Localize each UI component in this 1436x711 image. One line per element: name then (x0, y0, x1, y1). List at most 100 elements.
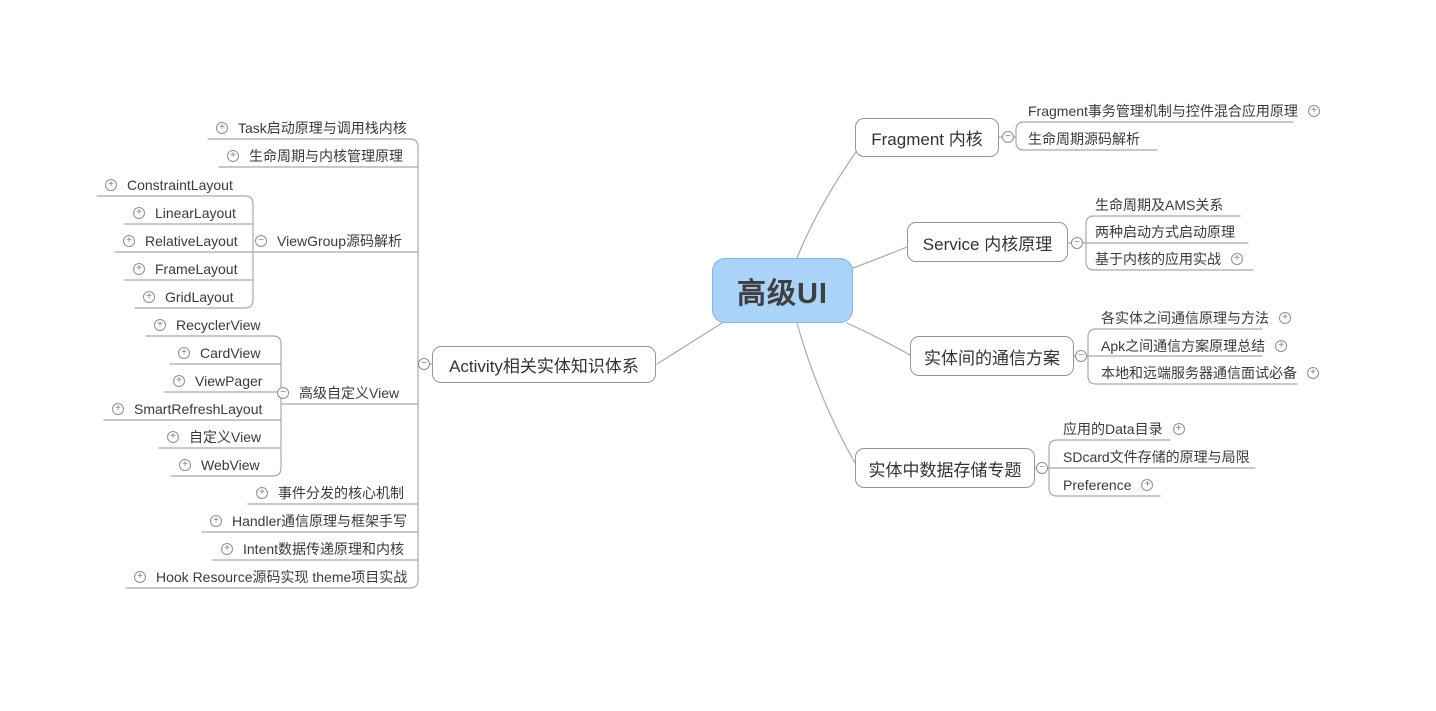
node-fragment-transaction-label: Fragment事务管理机制与控件混合应用原理 (1028, 102, 1298, 119)
branch-activity-label: Activity相关实体知识体系 (449, 357, 639, 376)
node-service-ams[interactable]: 生命周期及AMS关系 (1095, 194, 1223, 215)
expand-icon[interactable]: + (133, 206, 145, 219)
node-comm-apk[interactable]: Apk之间通信方案原理总结 + (1101, 335, 1288, 356)
branch-fragment-label: Fragment 内核 (871, 130, 983, 149)
expand-icon[interactable]: + (1279, 311, 1291, 324)
node-gridlayout-label: GridLayout (165, 288, 234, 305)
node-handler-label: Handler通信原理与框架手写 (232, 512, 408, 529)
node-recyclerview[interactable]: + RecyclerView (154, 314, 261, 335)
node-viewpager[interactable]: + ViewPager (173, 370, 262, 391)
expand-icon[interactable]: + (1141, 478, 1154, 491)
expand-icon[interactable]: + (1307, 366, 1319, 379)
expand-icon[interactable]: + (105, 178, 117, 191)
expand-icon[interactable]: + (167, 430, 179, 443)
node-webview-label: WebView (201, 456, 260, 473)
root-topic-label: 高级UI (736, 277, 828, 310)
node-task[interactable]: + Task启动原理与调用栈内核 (216, 117, 407, 138)
node-cardview-label: CardView (200, 344, 261, 361)
node-recyclerview-label: RecyclerView (176, 316, 261, 333)
node-constraintlayout[interactable]: + ConstraintLayout (105, 174, 233, 195)
node-lifecycle-mgmt[interactable]: + 生命周期与内核管理原理 (227, 145, 403, 166)
node-comm-remote[interactable]: 本地和远端服务器通信面试必备 + (1101, 362, 1319, 383)
node-hook-resource-label: Hook Resource源码实现 theme项目实战 (156, 568, 408, 585)
node-storage-sdcard[interactable]: SDcard文件存储的原理与局限 (1063, 446, 1250, 467)
expand-icon[interactable]: + (1172, 422, 1185, 435)
expand-icon[interactable]: + (227, 149, 239, 162)
node-fragment-transaction[interactable]: Fragment事务管理机制与控件混合应用原理 + (1028, 100, 1320, 121)
node-intent[interactable]: + Intent数据传递原理和内核 (221, 538, 404, 559)
expand-icon[interactable]: + (1275, 339, 1288, 352)
expand-icon[interactable]: + (1231, 252, 1243, 265)
expand-icon[interactable]: + (173, 374, 185, 387)
node-viewpager-label: ViewPager (195, 372, 263, 389)
branch-service[interactable]: Service 内核原理 (907, 222, 1068, 262)
node-storage-data-dir[interactable]: 应用的Data目录 + (1063, 418, 1185, 439)
root-topic[interactable]: 高级UI (712, 258, 853, 323)
branch-communication[interactable]: 实体间的通信方案 (910, 336, 1074, 376)
branch-fragment[interactable]: Fragment 内核 (855, 118, 999, 157)
branch-storage[interactable]: 实体中数据存储专题 (855, 448, 1035, 488)
node-service-two-ways-label: 两种启动方式启动原理 (1095, 223, 1235, 240)
expand-icon[interactable]: + (134, 570, 146, 583)
node-framelayout-label: FrameLayout (155, 260, 238, 277)
node-customview-label: 自定义View (189, 428, 262, 445)
node-event-dispatch[interactable]: + 事件分发的核心机制 (256, 482, 404, 503)
node-event-dispatch-label: 事件分发的核心机制 (278, 484, 404, 501)
node-intent-label: Intent数据传递原理和内核 (243, 540, 405, 557)
branch-activity[interactable]: Activity相关实体知识体系 (432, 346, 656, 383)
collapse-icon[interactable]: − (418, 358, 430, 370)
expand-icon[interactable]: + (112, 402, 124, 415)
node-gridlayout[interactable]: + GridLayout (143, 286, 233, 307)
node-relativelayout-label: RelativeLayout (145, 232, 238, 249)
node-linearlayout[interactable]: + LinearLayout (133, 202, 236, 223)
node-storage-preference[interactable]: Preference + (1063, 474, 1154, 495)
node-storage-preference-label: Preference (1063, 476, 1132, 493)
node-advanced-customview-label: 高级自定义View (299, 384, 400, 401)
expand-icon[interactable]: + (179, 458, 191, 471)
node-webview[interactable]: + WebView (179, 454, 260, 475)
node-fragment-lifecycle[interactable]: 生命周期源码解析 (1028, 128, 1140, 149)
node-comm-methods[interactable]: 各实体之间通信原理与方法 + (1101, 307, 1291, 328)
collapse-icon[interactable]: − (255, 234, 267, 247)
collapse-icon[interactable]: − (1075, 350, 1087, 362)
branch-storage-label: 实体中数据存储专题 (868, 460, 1022, 480)
node-service-ams-label: 生命周期及AMS关系 (1095, 196, 1224, 213)
node-storage-sdcard-label: SDcard文件存储的原理与局限 (1063, 448, 1250, 465)
node-hook-resource[interactable]: + Hook Resource源码实现 theme项目实战 (134, 566, 407, 587)
expand-icon[interactable]: + (178, 346, 190, 359)
expand-icon[interactable]: + (143, 290, 155, 303)
node-service-practice-label: 基于内核的应用实战 (1095, 250, 1221, 267)
node-viewgroup[interactable]: − ViewGroup源码解析 (255, 230, 402, 251)
node-storage-data-dir-label: 应用的Data目录 (1063, 420, 1163, 437)
expand-icon[interactable]: + (210, 514, 222, 527)
branch-service-label: Service 内核原理 (922, 234, 1053, 254)
expand-icon[interactable]: + (1307, 104, 1320, 117)
collapse-icon[interactable]: − (1036, 462, 1048, 474)
node-service-two-ways[interactable]: 两种启动方式启动原理 (1095, 221, 1235, 242)
node-lifecycle-mgmt-label: 生命周期与内核管理原理 (249, 147, 403, 164)
expand-icon[interactable]: + (133, 262, 145, 275)
node-framelayout[interactable]: + FrameLayout (133, 258, 237, 279)
node-cardview[interactable]: + CardView (178, 342, 260, 363)
node-handler[interactable]: + Handler通信原理与框架手写 (210, 510, 407, 531)
expand-icon[interactable]: + (221, 542, 233, 555)
node-advanced-customview[interactable]: − 高级自定义View (277, 382, 399, 403)
node-relativelayout[interactable]: + RelativeLayout (123, 230, 238, 251)
expand-icon[interactable]: + (256, 486, 268, 499)
node-service-practice[interactable]: 基于内核的应用实战 + (1095, 248, 1243, 269)
expand-icon[interactable]: + (216, 121, 228, 134)
node-smartrefreshlayout-label: SmartRefreshLayout (134, 400, 263, 417)
collapse-icon[interactable]: − (277, 386, 289, 399)
expand-icon[interactable]: + (123, 234, 135, 247)
node-comm-apk-label: Apk之间通信方案原理总结 (1101, 337, 1266, 354)
node-constraintlayout-label: ConstraintLayout (127, 176, 233, 193)
expand-icon[interactable]: + (154, 318, 166, 331)
collapse-icon[interactable]: − (1071, 237, 1083, 249)
node-customview[interactable]: + 自定义View (167, 426, 261, 447)
node-smartrefreshlayout[interactable]: + SmartRefreshLayout (112, 398, 262, 419)
node-fragment-lifecycle-label: 生命周期源码解析 (1028, 130, 1140, 147)
collapse-icon[interactable]: − (1002, 131, 1014, 143)
node-task-label: Task启动原理与调用栈内核 (238, 119, 407, 136)
node-viewgroup-label: ViewGroup源码解析 (277, 232, 403, 249)
